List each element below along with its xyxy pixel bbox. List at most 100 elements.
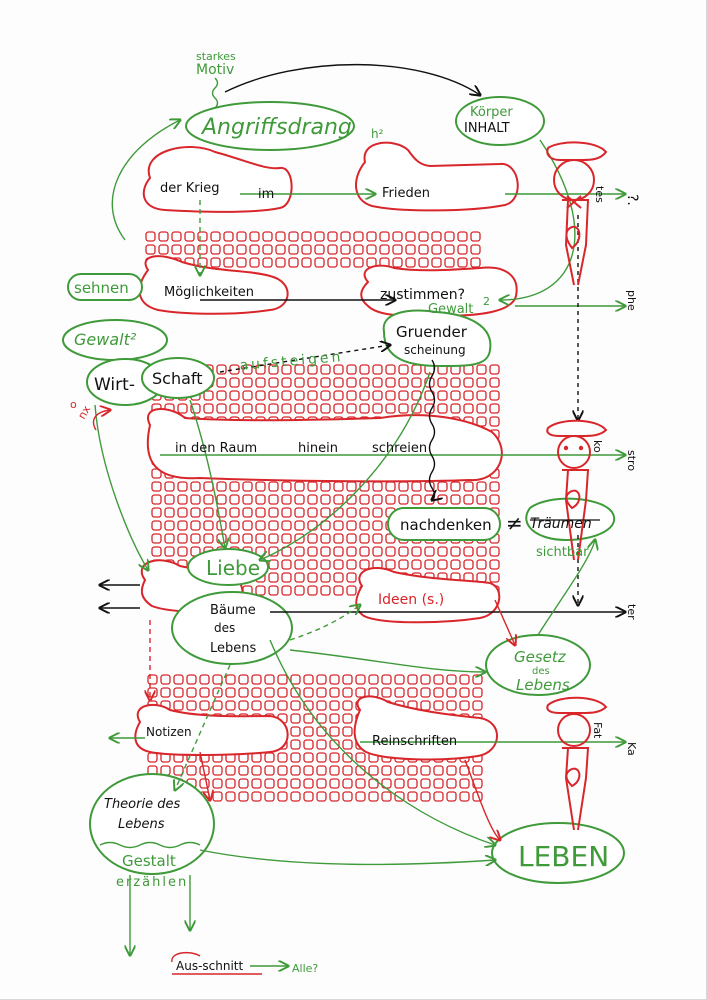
grid-square (407, 765, 418, 776)
grid-square (342, 687, 353, 698)
grid-square (164, 533, 175, 544)
grid-square (249, 244, 260, 255)
grid-square (177, 520, 188, 531)
grid-square (329, 726, 340, 737)
grid-square (489, 481, 500, 492)
grid-square (255, 481, 266, 492)
grid-square (190, 533, 201, 544)
grid-square (398, 390, 409, 401)
grid-square (288, 244, 299, 255)
grid-square (294, 546, 305, 557)
grid-square (411, 559, 422, 570)
grid-square (446, 778, 457, 789)
grid-square (368, 765, 379, 776)
grid-square (216, 390, 227, 401)
grid-square (184, 231, 195, 242)
grid-square (242, 390, 253, 401)
grid-square (470, 244, 481, 255)
grid-square (197, 244, 208, 255)
zustimmen-two-label: 2 (483, 295, 490, 308)
grid-square (450, 481, 461, 492)
grid-square (251, 778, 262, 789)
grid-square (255, 377, 266, 388)
grid-square (433, 700, 444, 711)
grid-square (238, 778, 249, 789)
grid-square (385, 481, 396, 492)
theorie-label: Theorie des (104, 797, 180, 812)
grid-square (359, 546, 370, 557)
grid-square (320, 572, 331, 583)
grid-square (190, 494, 201, 505)
grid-square (242, 494, 253, 505)
grid-square (294, 494, 305, 505)
grid-square (225, 765, 236, 776)
grid-square (177, 546, 188, 557)
grid-square (294, 403, 305, 414)
notizen-label: Notizen (146, 725, 192, 739)
ideen-bubble (355, 567, 501, 624)
gewalt2-label: Gewalt² (74, 330, 137, 349)
grid-square (184, 244, 195, 255)
grid-square (277, 674, 288, 685)
grid-square (359, 494, 370, 505)
grid-square (303, 765, 314, 776)
grid-square (145, 244, 156, 255)
grid-square (353, 244, 364, 255)
motiv-label: Motiv (196, 62, 234, 78)
grid-square (203, 533, 214, 544)
grid-square (398, 364, 409, 375)
grid-square (418, 257, 429, 268)
grid-square (268, 403, 279, 414)
grid-square (450, 390, 461, 401)
grid-square (333, 494, 344, 505)
grid-square (320, 403, 331, 414)
grid-square (463, 364, 474, 375)
grid-square (177, 533, 188, 544)
grid-square (216, 403, 227, 414)
grid-square (316, 713, 327, 724)
scheinung-label: scheinung (404, 343, 466, 357)
grid-square (290, 739, 301, 750)
grid-square (236, 244, 247, 255)
frieden-bubble (355, 141, 519, 212)
grid-square (437, 494, 448, 505)
grid-square (301, 257, 312, 268)
grid-square (379, 244, 390, 255)
grid-square (346, 390, 357, 401)
not-equal-label: ≠ (506, 511, 523, 535)
grid-square (173, 674, 184, 685)
grid-square (316, 726, 327, 737)
grid-square (264, 700, 275, 711)
grid-square (398, 377, 409, 388)
arrow-left-main (111, 120, 180, 241)
grid-square (372, 494, 383, 505)
grid-square (333, 481, 344, 492)
grid-square (489, 364, 500, 375)
grid-square (353, 257, 364, 268)
grid-square (229, 390, 240, 401)
grid-square (411, 481, 422, 492)
grid-square (420, 700, 431, 711)
grid-square (316, 687, 327, 698)
grid-square (476, 364, 487, 375)
grid-square (457, 231, 468, 242)
grid-square (405, 257, 416, 268)
grid-square (327, 244, 338, 255)
grid-square (368, 791, 379, 802)
grid-square (333, 559, 344, 570)
sichtbar-label: sichtbar (536, 545, 589, 560)
grid-square (450, 494, 461, 505)
alle-label: Alle? (292, 962, 318, 975)
grid-square (459, 687, 470, 698)
grid-square (316, 778, 327, 789)
grid-square (290, 700, 301, 711)
grid-square (281, 403, 292, 414)
grid-square (316, 739, 327, 750)
grid-square (307, 364, 318, 375)
grid-square (444, 257, 455, 268)
grid-square (372, 546, 383, 557)
grid-square (476, 390, 487, 401)
grid-square (329, 752, 340, 763)
grid-square (242, 377, 253, 388)
ideen-label: Ideen (s.) (378, 592, 444, 608)
